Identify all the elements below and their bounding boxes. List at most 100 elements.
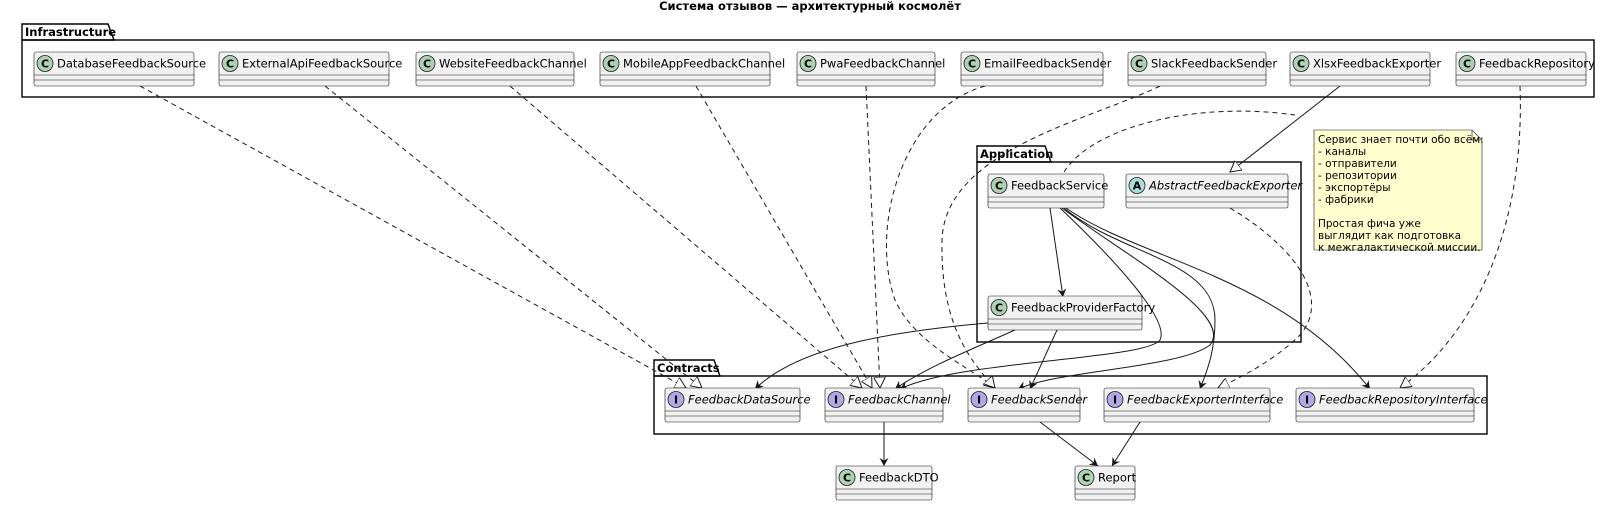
note-line: - каналы: [1318, 146, 1366, 158]
stereotype-letter: C: [968, 58, 976, 71]
note: Сервис знает почти обо всём: - каналы - …: [1313, 129, 1484, 254]
stereotype-letter: C: [1463, 58, 1471, 71]
note-line: к межгалактической миссии.: [1318, 242, 1481, 254]
stereotype-letter: I: [1305, 394, 1309, 407]
class-name: FeedbackChannel: [848, 393, 951, 407]
class-name: SlackFeedbackSender: [1151, 57, 1277, 71]
note-line: Сервис знает почти обо всём:: [1318, 134, 1484, 146]
class-name: Report: [1098, 471, 1137, 485]
class-name: FeedbackRepositoryInterface: [1319, 393, 1488, 407]
class-name: PwaFeedbackChannel: [820, 57, 945, 71]
package-application: Application: [976, 145, 1302, 343]
dependency-service-to-channel: [899, 207, 1162, 390]
dependency-exporterinterface-to-report: [1111, 421, 1141, 467]
realization-mobileapp-to-channel: [695, 85, 872, 388]
stereotype-letter: C: [423, 58, 431, 71]
class-feedback-exporter-interface: I FeedbackExporterInterface: [1103, 387, 1283, 423]
class-box: [987, 295, 1143, 331]
dependency-sender-to-report: [1039, 421, 1099, 467]
package-label-application: Application: [980, 147, 1053, 161]
dependency-service-to-sender: [1017, 207, 1214, 390]
note-line: выглядит как подготовка: [1318, 230, 1461, 242]
dependency-service-to-exporterinterface: [1063, 207, 1216, 390]
stereotype-letter: C: [995, 302, 1003, 315]
class-name: AbstractFeedbackExporter: [1148, 179, 1303, 193]
stereotype-badge-icon: [1130, 55, 1148, 72]
package-infrastructure: Infrastructure: [21, 23, 1595, 98]
class-box: [1103, 387, 1271, 423]
class-feedback-channel: I FeedbackChannel: [824, 387, 951, 423]
class-box: [599, 51, 771, 87]
stereotype-badge-icon: [221, 55, 239, 72]
stereotype-badge-icon: [602, 55, 620, 72]
stereotype-badge-icon: [1292, 55, 1310, 72]
stereotype-letter: C: [804, 58, 812, 71]
stereotype-badge-icon: [1298, 391, 1316, 408]
class-name: FeedbackRepository: [1479, 57, 1595, 71]
dependency-factory-to-channel: [894, 329, 1016, 390]
class-database-feedback-source: C DatabaseFeedbackSource: [33, 51, 206, 87]
class-name: FeedbackService: [1011, 179, 1108, 193]
realization-pwa-to-channel: [865, 85, 880, 388]
stereotype-letter: C: [1135, 58, 1143, 71]
class-box: [33, 51, 195, 87]
class-box: [1295, 387, 1475, 423]
stereotype-badge-icon: [838, 469, 856, 486]
note-line: Простая фича уже: [1318, 218, 1421, 230]
stereotype-badge-icon: [1128, 177, 1146, 194]
class-name: FeedbackExporterInterface: [1127, 393, 1283, 407]
class-name: WebsiteFeedbackChannel: [439, 57, 587, 71]
stereotype-letter: I: [834, 394, 838, 407]
class-report: C Report: [1074, 465, 1137, 501]
stereotype-letter: C: [995, 180, 1003, 193]
class-website-feedback-channel: C WebsiteFeedbackChannel: [415, 51, 587, 87]
stereotype-letter: C: [41, 58, 49, 71]
dependency-service-to-factory: [1049, 207, 1067, 298]
package-label-contracts: Contracts: [657, 361, 720, 375]
stereotype-letter: I: [1113, 394, 1117, 407]
class-name: MobileAppFeedbackChannel: [623, 57, 785, 71]
realization-database-to-datasource: [139, 85, 686, 388]
stereotype-letter: C: [1082, 472, 1090, 485]
stereotype-badge-icon: [827, 391, 845, 408]
class-name: FeedbackProviderFactory: [1011, 301, 1155, 315]
dependency-factory-to-sender: [1029, 329, 1058, 390]
note-line: - отправители: [1318, 158, 1397, 170]
stereotype-badge-icon: [418, 55, 436, 72]
class-box: [1455, 51, 1587, 87]
realization-externalapi-to-datasource: [324, 85, 702, 388]
class-box: [1125, 173, 1289, 209]
realization-slack-to-sender: [941, 85, 1161, 388]
class-email-feedback-sender: C EmailFeedbackSender: [960, 51, 1112, 87]
stereotype-letter: I: [977, 394, 981, 407]
class-box: [415, 51, 575, 87]
class-feedback-repository: C FeedbackRepository: [1455, 51, 1595, 87]
note-line: - фабрики: [1318, 194, 1374, 206]
stereotype-badge-icon: [799, 55, 817, 72]
class-name: EmailFeedbackSender: [984, 57, 1112, 71]
package-label-infrastructure: Infrastructure: [25, 25, 116, 39]
class-box: [960, 51, 1104, 87]
class-box: [835, 465, 933, 501]
realization-website-to-channel: [509, 85, 862, 388]
stereotype-letter: C: [607, 58, 615, 71]
note-line: - экспортёры: [1318, 182, 1391, 194]
class-box: [1289, 51, 1431, 87]
stereotype-badge-icon: [970, 391, 988, 408]
class-box: [824, 387, 944, 423]
stereotype-letter: C: [843, 472, 851, 485]
stereotype-badge-icon: [667, 391, 685, 408]
dependency-slack-to-note: [1059, 110, 1296, 181]
class-name: DatabaseFeedbackSource: [57, 57, 206, 71]
class-box: [987, 173, 1105, 209]
realization-abstract-to-exporterinterface: [1218, 207, 1312, 388]
class-box: [1127, 51, 1267, 87]
class-box: [218, 51, 390, 87]
relationships: [139, 85, 1521, 467]
